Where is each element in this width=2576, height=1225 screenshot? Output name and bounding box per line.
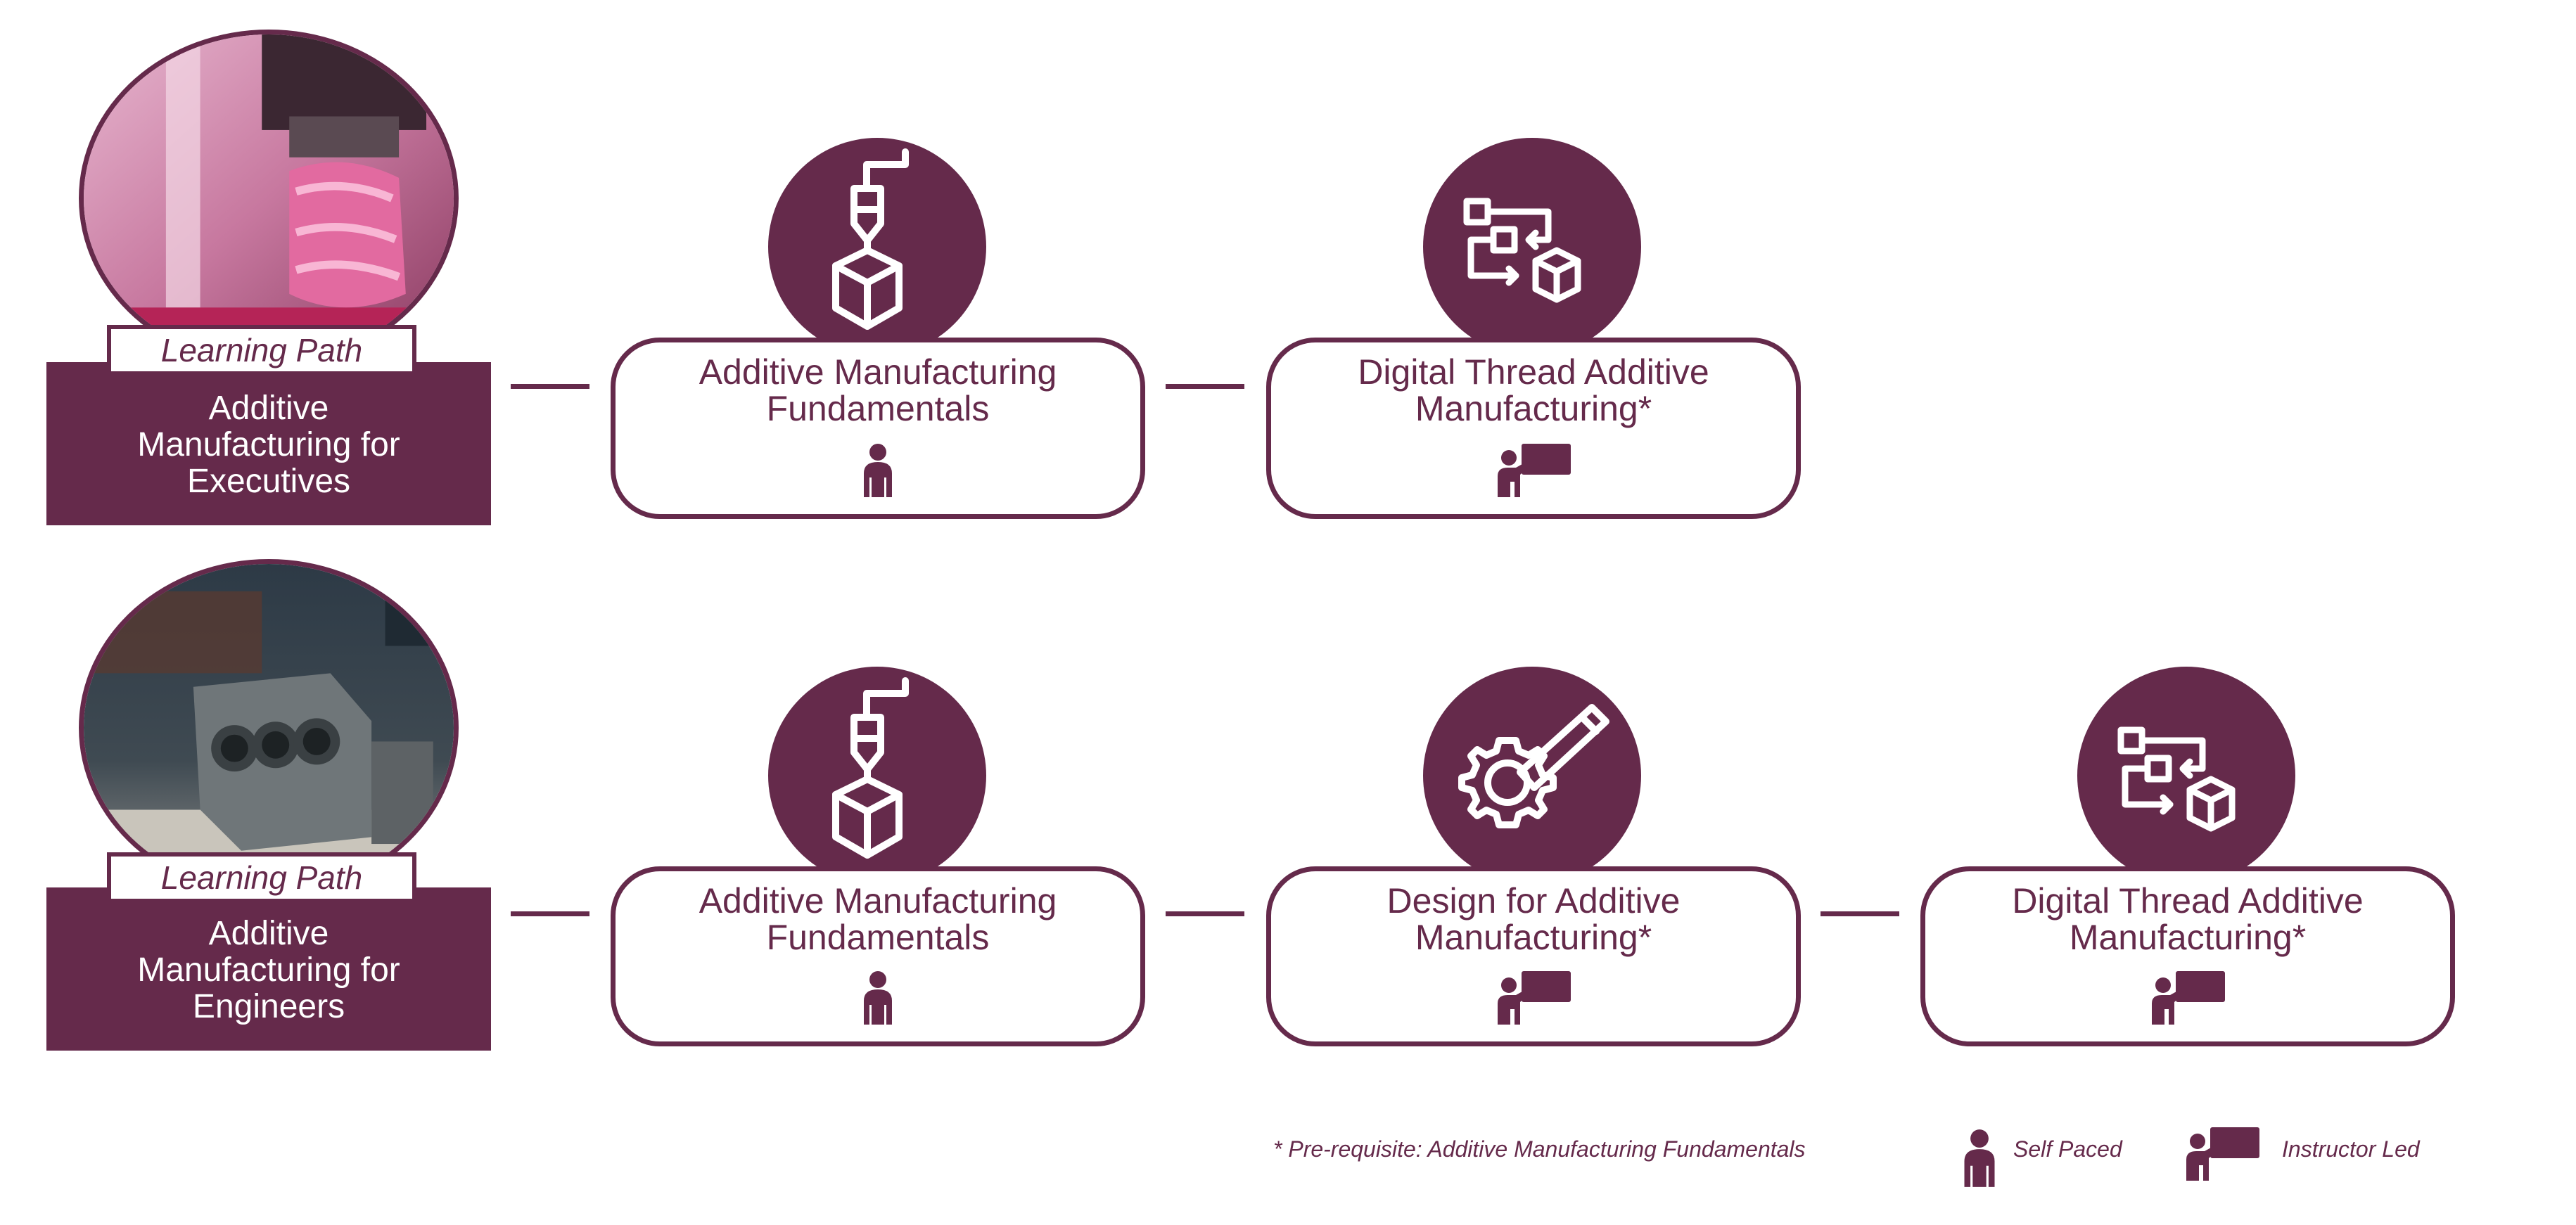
- legend-self-paced-label: Self Paced: [2013, 1136, 2122, 1162]
- course-title: Additive Manufacturing Fundamentals: [699, 352, 1057, 428]
- instructor-led-icon: [2149, 970, 2226, 1026]
- course-icon-circle: [1423, 138, 1641, 356]
- 3d-printing-icon: [832, 677, 909, 859]
- connector-line: [1821, 911, 1899, 916]
- learning-path-executives[interactable]: Additive Manufacturing for Executives: [46, 362, 491, 525]
- learning-path-tag: Learning Path: [107, 852, 416, 903]
- self-paced-icon: [861, 442, 895, 499]
- course-icon-circle: [2077, 667, 2295, 885]
- prerequisite-note: * Pre-requisite: Additive Manufacturing …: [1273, 1136, 1806, 1162]
- course-title: Digital Thread Additive Manufacturing*: [1358, 352, 1709, 428]
- instructor-led-icon: [1495, 970, 1572, 1026]
- course-title: Digital Thread Additive Manufacturing*: [2012, 881, 2364, 957]
- instructor-led-icon: [1495, 442, 1572, 499]
- course-card-am-fundamentals[interactable]: Additive Manufacturing Fundamentals: [611, 338, 1145, 519]
- connector-line: [511, 384, 589, 389]
- course-card-digital-thread[interactable]: Digital Thread Additive Manufacturing*: [1266, 338, 1801, 519]
- legend-instructor-led-label: Instructor Led: [2282, 1136, 2420, 1162]
- learning-path-engineers[interactable]: Additive Manufacturing for Engineers: [46, 887, 491, 1051]
- learning-path-title: Additive Manufacturing for Engineers: [137, 915, 400, 1025]
- 3d-printing-icon: [832, 148, 909, 330]
- course-icon-circle: [1423, 667, 1641, 885]
- engine-block-photo: [84, 564, 454, 892]
- path-photo-executives: [79, 30, 459, 367]
- digital-thread-icon: [2117, 726, 2236, 832]
- course-icon-circle: [768, 667, 986, 885]
- legend-instructor-led-icon: [2183, 1125, 2261, 1183]
- course-card-am-fundamentals[interactable]: Additive Manufacturing Fundamentals: [611, 866, 1145, 1046]
- self-paced-icon: [861, 970, 895, 1026]
- course-icon-circle: [768, 138, 986, 356]
- course-title: Additive Manufacturing Fundamentals: [699, 881, 1057, 957]
- connector-line: [511, 911, 589, 916]
- course-title: Design for Additive Manufacturing*: [1386, 881, 1681, 957]
- path-photo-engineers: [79, 559, 459, 897]
- connector-line: [1166, 911, 1244, 916]
- connector-line: [1166, 384, 1244, 389]
- learning-path-title: Additive Manufacturing for Executives: [137, 390, 400, 500]
- digital-thread-icon: [1463, 198, 1581, 303]
- course-card-design-for-am[interactable]: Design for Additive Manufacturing*: [1266, 866, 1801, 1046]
- legend-self-paced-icon: [1960, 1128, 1999, 1188]
- course-card-digital-thread[interactable]: Digital Thread Additive Manufacturing*: [1920, 866, 2455, 1046]
- learning-path-tag: Learning Path: [107, 325, 416, 376]
- 3d-printer-photo: [84, 34, 454, 362]
- gear-design-icon: [1458, 704, 1609, 828]
